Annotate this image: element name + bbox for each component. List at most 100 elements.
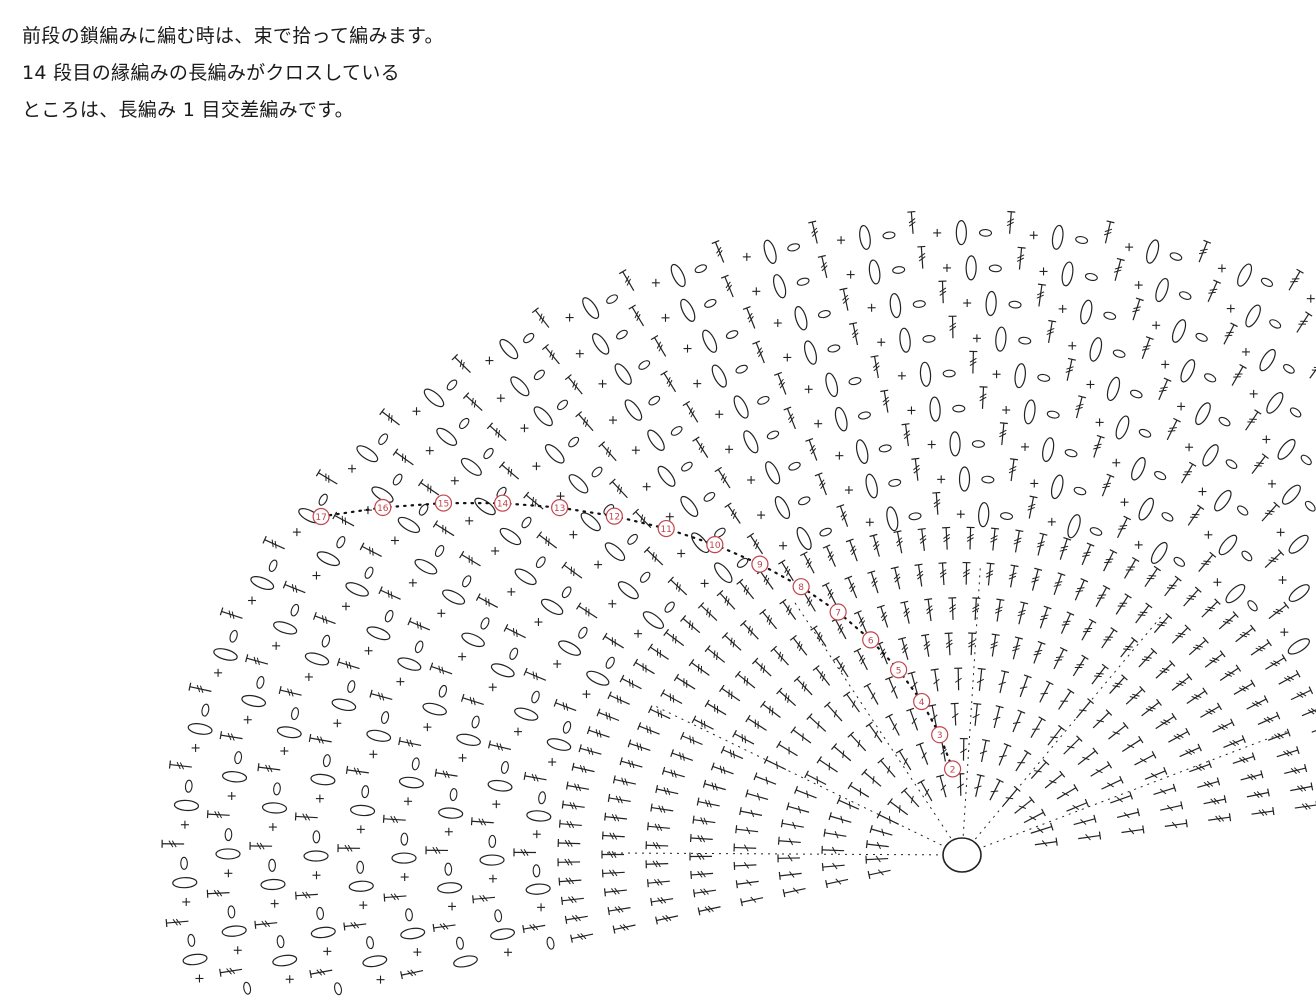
- single-crochet: [1039, 267, 1048, 276]
- puff-stitch: [422, 702, 447, 716]
- treble-stitch: [938, 280, 947, 304]
- treble-stitch: [1246, 788, 1270, 798]
- treble-stitch: [601, 831, 625, 840]
- treble-stitch: [336, 658, 360, 670]
- treble-stitch: [531, 307, 550, 328]
- treble-stitch: [1036, 532, 1048, 556]
- single-crochet: [553, 659, 562, 668]
- treble-stitch: [843, 691, 860, 713]
- treble-stitch: [691, 715, 714, 730]
- treble-stitch: [745, 714, 767, 731]
- round-number: 15: [438, 500, 449, 510]
- treble-stitch: [249, 841, 273, 850]
- treble-stitch: [930, 668, 940, 692]
- treble-stitch: [522, 923, 546, 934]
- chain-stitch: [578, 626, 588, 639]
- treble-stitch: [1033, 640, 1046, 664]
- treble-stitch: [1095, 584, 1111, 608]
- panel-divider: [983, 730, 1288, 848]
- treble-stitch: [206, 889, 230, 898]
- note-line-2: 14 段目の縁編みの長編みがクロスしている: [22, 62, 400, 84]
- round-number: 7: [835, 609, 841, 619]
- treble-stitch: [1198, 239, 1212, 263]
- treble-stitch: [612, 775, 636, 786]
- treble-stitch: [936, 774, 947, 798]
- treble-stitch: [604, 812, 628, 822]
- puff-stitch: [438, 807, 464, 819]
- treble-stitch: [979, 386, 988, 409]
- puff-stitch: [173, 799, 200, 812]
- puff-stitch: [859, 224, 871, 250]
- puff-stitch: [1277, 438, 1296, 460]
- single-crochet: [488, 683, 497, 692]
- puff-stitch: [1237, 263, 1253, 287]
- single-crochet: [1134, 281, 1143, 290]
- puff-stitch: [711, 364, 727, 388]
- treble-stitch: [974, 773, 985, 797]
- single-crochet: [224, 869, 233, 878]
- single-crochet: [356, 825, 365, 834]
- chain-stitch: [1046, 410, 1060, 419]
- treble-stitch: [804, 770, 827, 786]
- puff-stitch: [865, 473, 878, 499]
- puff-stitch: [544, 444, 565, 464]
- treble-stitch: [1075, 395, 1087, 419]
- treble-stitch: [1116, 808, 1140, 819]
- treble-stitch: [1183, 586, 1202, 607]
- treble-stitch: [794, 785, 817, 799]
- chain-stitch: [798, 496, 811, 506]
- treble-stitch: [460, 693, 484, 706]
- puff-stitch: [331, 698, 357, 712]
- round-number: 17: [315, 513, 326, 523]
- note-line-3: ところは、長編み 1 目交差編みです。: [22, 99, 354, 121]
- treble-stitch: [643, 546, 664, 566]
- single-crochet: [268, 823, 277, 832]
- treble-stitch: [976, 667, 986, 691]
- puff-stitch: [310, 773, 336, 786]
- treble-stitch: [1155, 712, 1177, 730]
- treble-stitch: [734, 670, 756, 689]
- treble-stitch: [702, 779, 726, 791]
- treble-stitch: [670, 749, 694, 761]
- puff-stitch: [558, 640, 582, 656]
- treble-stitch: [1124, 556, 1140, 579]
- treble-stitch: [557, 858, 581, 867]
- chain-stitch: [411, 757, 420, 771]
- single-crochet: [1086, 380, 1095, 389]
- chain-stitch: [568, 436, 580, 448]
- treble-stitch: [719, 684, 741, 702]
- single-crochet: [715, 410, 724, 419]
- chain-stitch: [1075, 236, 1089, 244]
- treble-stitch: [1117, 515, 1132, 538]
- treble-stitch: [1296, 311, 1313, 333]
- treble-stitch: [932, 491, 941, 515]
- treble-stitch: [369, 689, 393, 701]
- chain-stitch: [858, 411, 871, 420]
- treble-stitch: [206, 810, 230, 819]
- chain-stitch: [606, 294, 618, 304]
- treble-stitch: [689, 852, 713, 861]
- single-crochet: [312, 571, 321, 580]
- treble-stitch: [1091, 663, 1109, 685]
- treble-stitch: [1186, 687, 1208, 704]
- single-crochet: [937, 475, 946, 484]
- treble-stitch: [645, 841, 669, 850]
- chain-stitch: [438, 684, 448, 698]
- treble-stitch: [1138, 647, 1158, 668]
- treble-stitch: [660, 370, 677, 393]
- treble-stitch: [990, 527, 1000, 551]
- single-crochet: [956, 510, 965, 519]
- chain-stitch: [971, 440, 985, 448]
- treble-stitch: [869, 533, 880, 557]
- treble-stitch: [628, 304, 645, 327]
- chain-stitch: [1300, 454, 1312, 466]
- treble-stitch: [704, 699, 727, 716]
- chain-stitch: [736, 557, 749, 568]
- single-crochet: [444, 827, 453, 836]
- chain-stitch: [532, 864, 541, 878]
- treble-stitch: [782, 887, 806, 898]
- treble-stitch: [777, 854, 801, 863]
- chain-stitch: [500, 760, 509, 774]
- treble-stitch: [1235, 624, 1256, 643]
